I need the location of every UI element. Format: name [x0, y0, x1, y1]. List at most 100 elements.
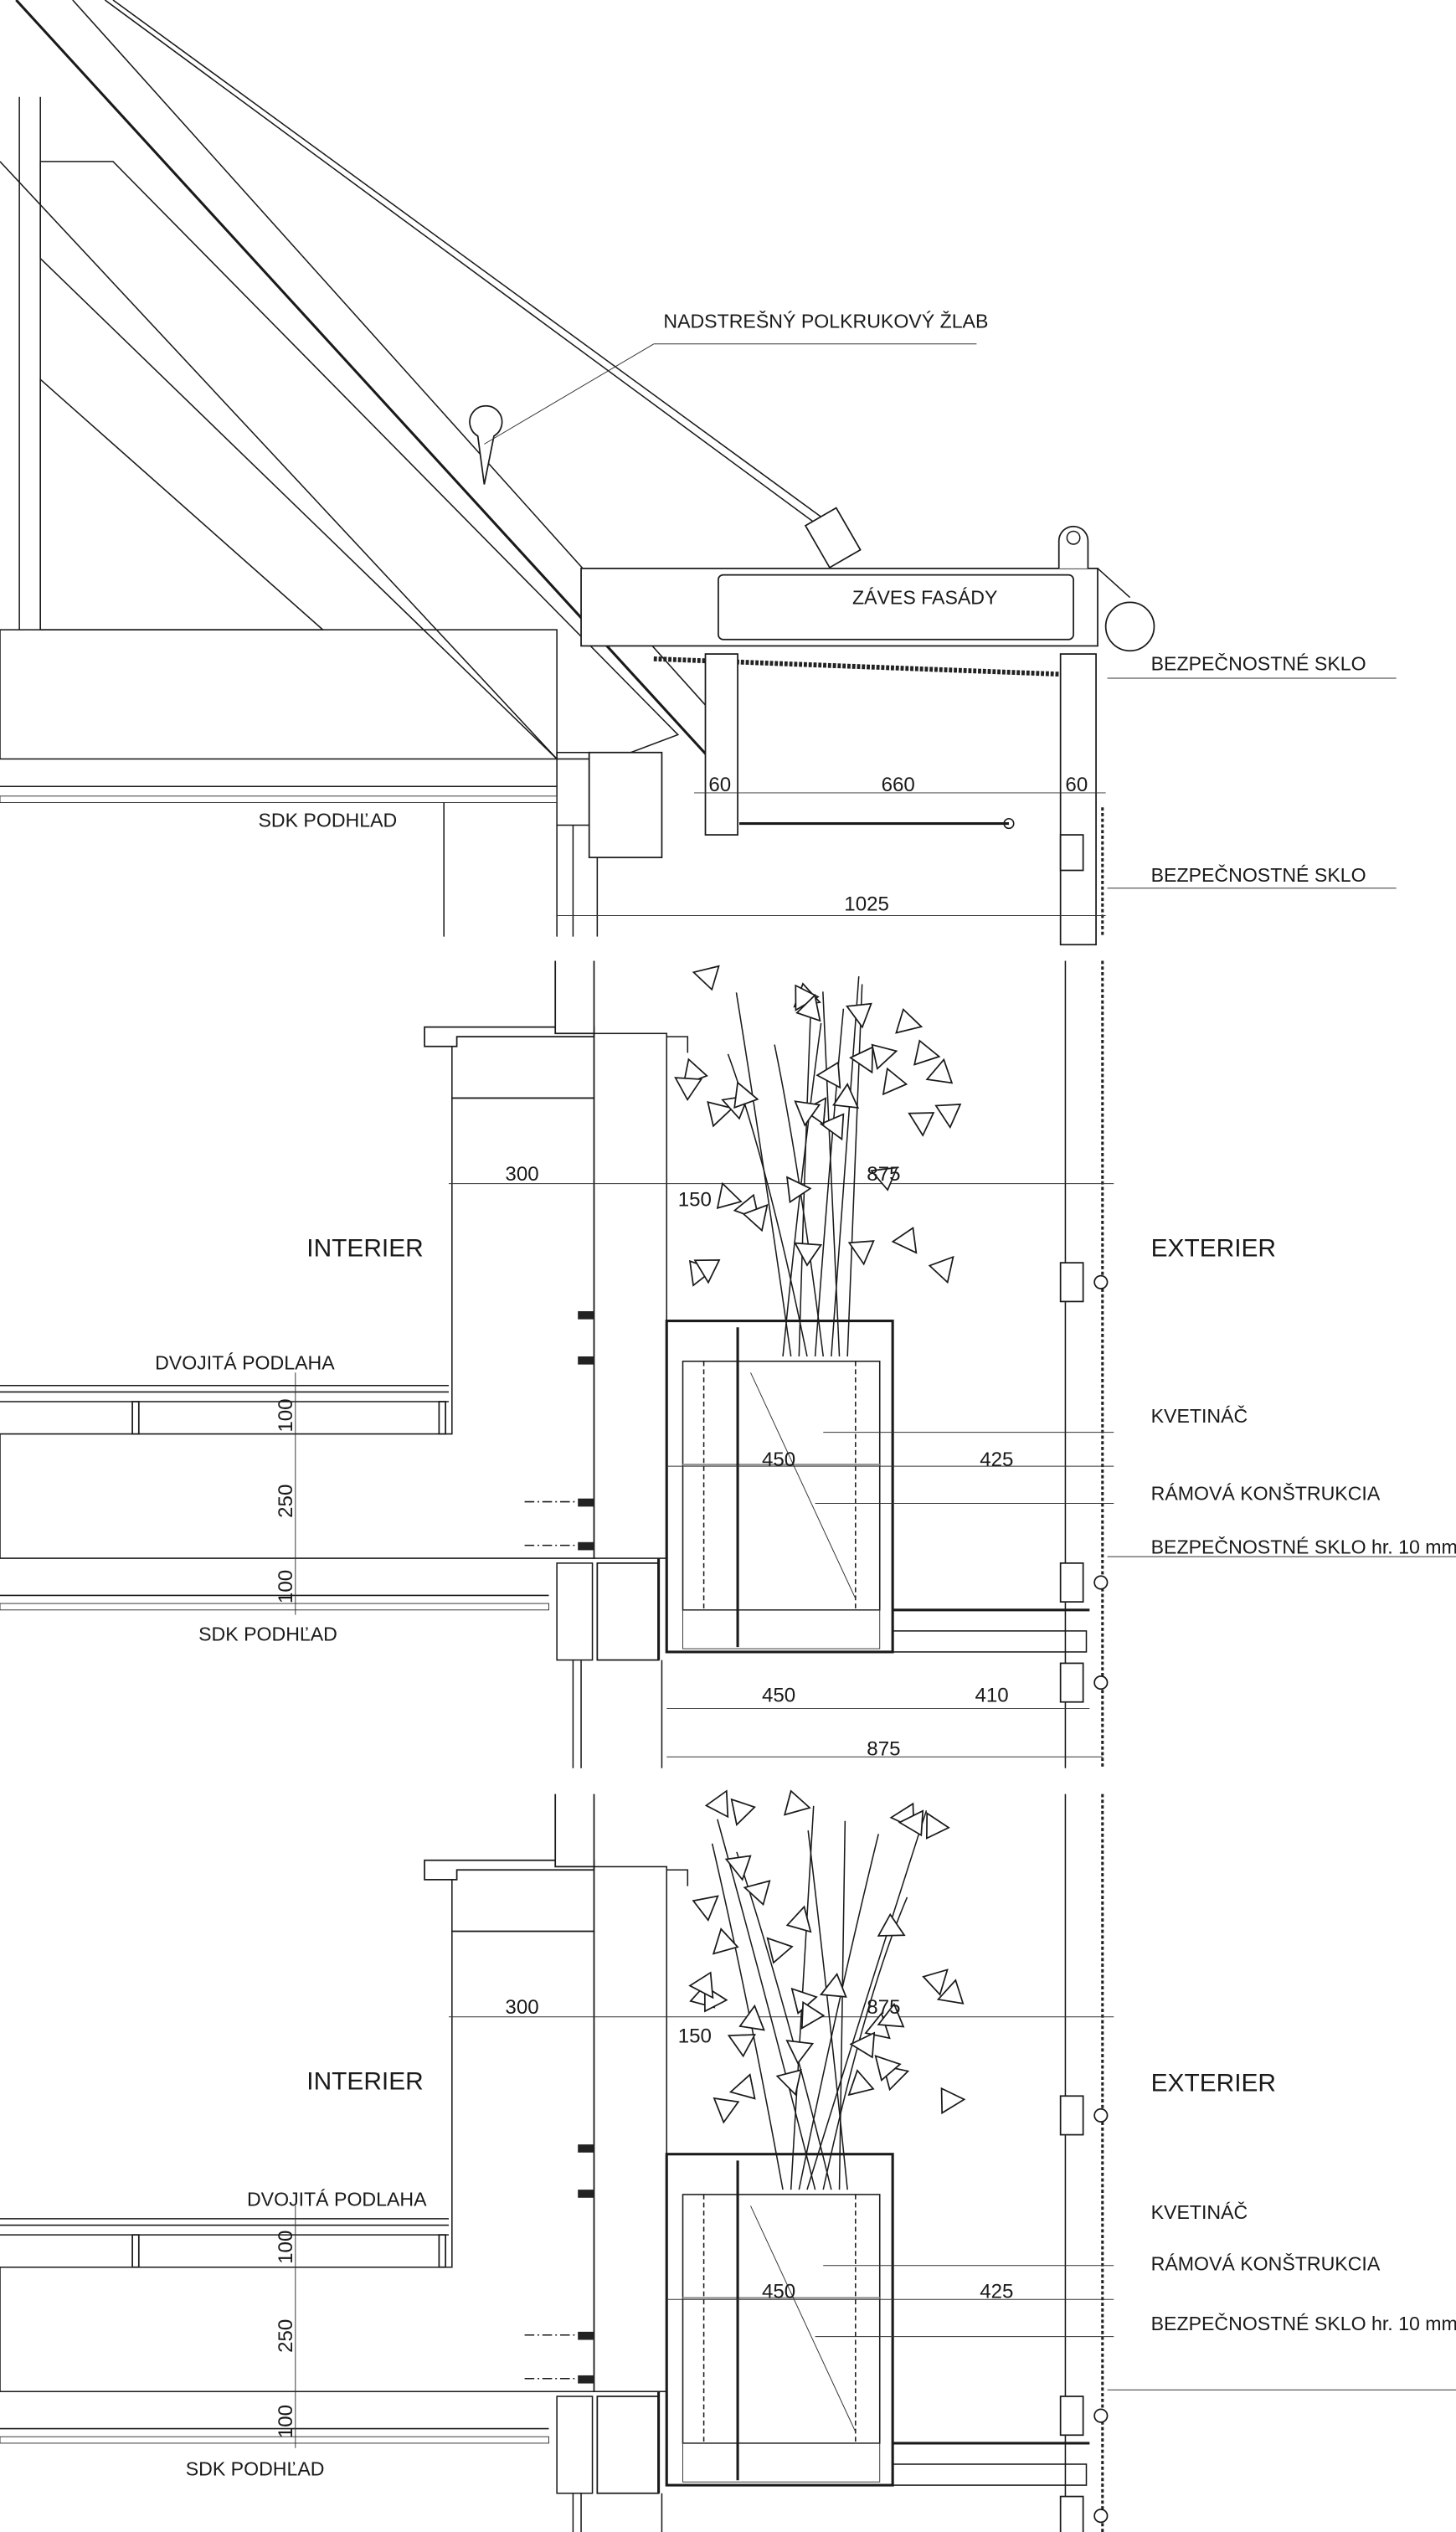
hanger-label: ZÁVES FASÁDY	[852, 586, 997, 608]
plant-leaf	[849, 1046, 874, 1074]
plant-leaf	[849, 2031, 876, 2059]
plant-leaf	[898, 1809, 924, 1837]
plant-leaf	[688, 1971, 714, 1999]
raised-floor-label: DVOJITÁ PODLAHA	[155, 1351, 335, 1373]
plant-leaf	[925, 1811, 950, 1840]
dim-insulation: 150	[678, 2025, 712, 2048]
glass-label-top: BEZPEČNOSTNÉ SKLO	[1151, 651, 1366, 674]
plant-leaf	[693, 1258, 721, 1284]
plant-leaf	[847, 2069, 875, 2097]
glass-label: BEZPEČNOSTNÉ SKLO hr. 10 mm	[1151, 2312, 1456, 2334]
plant-stem	[711, 1843, 784, 2190]
plant-leaf	[891, 1226, 918, 1254]
plant-leaf	[922, 1968, 949, 1996]
plant-leaf	[728, 2073, 756, 2100]
plant-leaf	[877, 2002, 905, 2028]
plant-stem	[831, 975, 860, 1357]
plant-leaf	[934, 1104, 962, 1130]
plant-stem	[717, 1819, 816, 2190]
plant-leaf	[783, 1789, 811, 1816]
plant-leaf	[775, 2069, 802, 2097]
plant-leaf	[704, 1789, 729, 1819]
plant-leaf	[895, 1007, 924, 1034]
plant-leaf	[727, 2034, 756, 2058]
dim-ceiling-gap: 100	[275, 2405, 297, 2438]
plant-leaf	[815, 1061, 841, 1089]
dim-insulation: 150	[678, 1189, 712, 1212]
dim-planter-width: 450	[762, 1449, 795, 1471]
plant-stem	[822, 991, 841, 1357]
ceiling-label: SDK PODHĽAD	[186, 2457, 325, 2479]
plant-leaf	[847, 1240, 875, 1266]
plant-leaf	[936, 1979, 965, 2004]
plant-leaf	[733, 1081, 759, 1109]
plant-stem	[735, 992, 792, 1357]
plant-foliage	[688, 1789, 966, 2190]
plant-foliage	[674, 965, 962, 1357]
dim-slab: 250	[275, 1485, 297, 1518]
ceiling-label: SDK PODHĽAD	[258, 809, 397, 831]
plant-leaf	[882, 1067, 908, 1096]
roof-section: NADSTREŠNÝ POLKRUKOVÝ ŽLAB ZÁVES FASÁDY …	[0, 0, 1397, 946]
plant-leaf	[845, 1002, 872, 1029]
dim-bottom-planter: 450	[762, 1685, 795, 1707]
plant-leaf	[819, 1113, 845, 1141]
glass-label: BEZPEČNOSTNÉ SKLO hr. 10 mm	[1151, 1535, 1456, 1557]
plant-leaf	[724, 1855, 752, 1881]
plant-leaf	[786, 1176, 812, 1204]
plant-leaf	[832, 1083, 860, 1109]
plant-leaf	[940, 2087, 966, 2115]
ceiling-label: SDK PODHĽAD	[198, 1623, 337, 1644]
dim-right: 60	[1065, 774, 1088, 796]
dim-bottom-total: 875	[867, 1737, 900, 1760]
dim-bottom-grating: 410	[975, 1685, 1008, 1707]
dim-planter-width: 450	[762, 2280, 795, 2303]
plant-leaf	[743, 1880, 771, 1907]
plant-leaf	[870, 1166, 898, 1191]
plant-leaf	[674, 1077, 703, 1102]
plant-leaf	[742, 1203, 769, 1233]
plant-leaf	[795, 993, 821, 1022]
plant-leaf	[800, 2000, 826, 2030]
plant-leaf	[819, 1972, 847, 1998]
plant-leaf	[713, 2097, 740, 2124]
plant-leaf	[738, 2004, 765, 2031]
dim-wall: 300	[505, 1996, 538, 2019]
plant-leaf	[692, 965, 720, 991]
plant-leaf	[707, 1101, 734, 1128]
plant-stem	[838, 1820, 846, 2190]
plant-leaf	[908, 1112, 935, 1137]
plant-leaf	[874, 2055, 902, 2082]
dim-overhang: 875	[867, 1996, 900, 2019]
dim-middle: 660	[882, 774, 915, 796]
interior-label: INTERIER	[306, 1234, 423, 1262]
plant-leaf	[712, 1927, 739, 1955]
plant-leaf	[785, 2040, 815, 2065]
plant-stem	[846, 984, 863, 1357]
exterior-label: EXTERIER	[1151, 1234, 1276, 1262]
dim-floor-top: 100	[275, 1398, 297, 1432]
plant-leaf	[877, 1912, 906, 1937]
plant-stem	[806, 1810, 928, 2190]
plant-leaf	[928, 1255, 954, 1284]
dim-left: 60	[708, 774, 731, 796]
plant-stem	[774, 1044, 825, 1357]
raised-floor-label: DVOJITÁ PODLAHA	[247, 2188, 427, 2210]
plant-leaf	[925, 1058, 954, 1084]
plant-leaf	[766, 1937, 794, 1964]
planter-label: KVETINÁČ	[1151, 1404, 1248, 1427]
floor-section-1: INTERIER EXTERIER DVOJITÁ PODLAHA SDK PO…	[0, 959, 1456, 1770]
glass-label-side: BEZPEČNOSTNÉ SKLO	[1151, 863, 1366, 886]
dim-planter-gap: 425	[980, 2280, 1013, 2303]
plant-leaf	[716, 1181, 743, 1209]
plant-stem	[807, 1830, 848, 2190]
plant-leaf	[794, 1100, 821, 1127]
gutter-label: NADSTREŠNÝ POLKRUKOVÝ ŽLAB	[663, 309, 988, 332]
plant-stem	[814, 1008, 845, 1357]
plant-stem	[798, 1834, 879, 2190]
plant-leaf	[692, 1895, 719, 1922]
dim-overhang: 875	[867, 1163, 900, 1186]
plant-leaf	[913, 1039, 941, 1066]
dim-wall: 300	[505, 1163, 538, 1186]
dim-slab: 250	[275, 2319, 297, 2353]
